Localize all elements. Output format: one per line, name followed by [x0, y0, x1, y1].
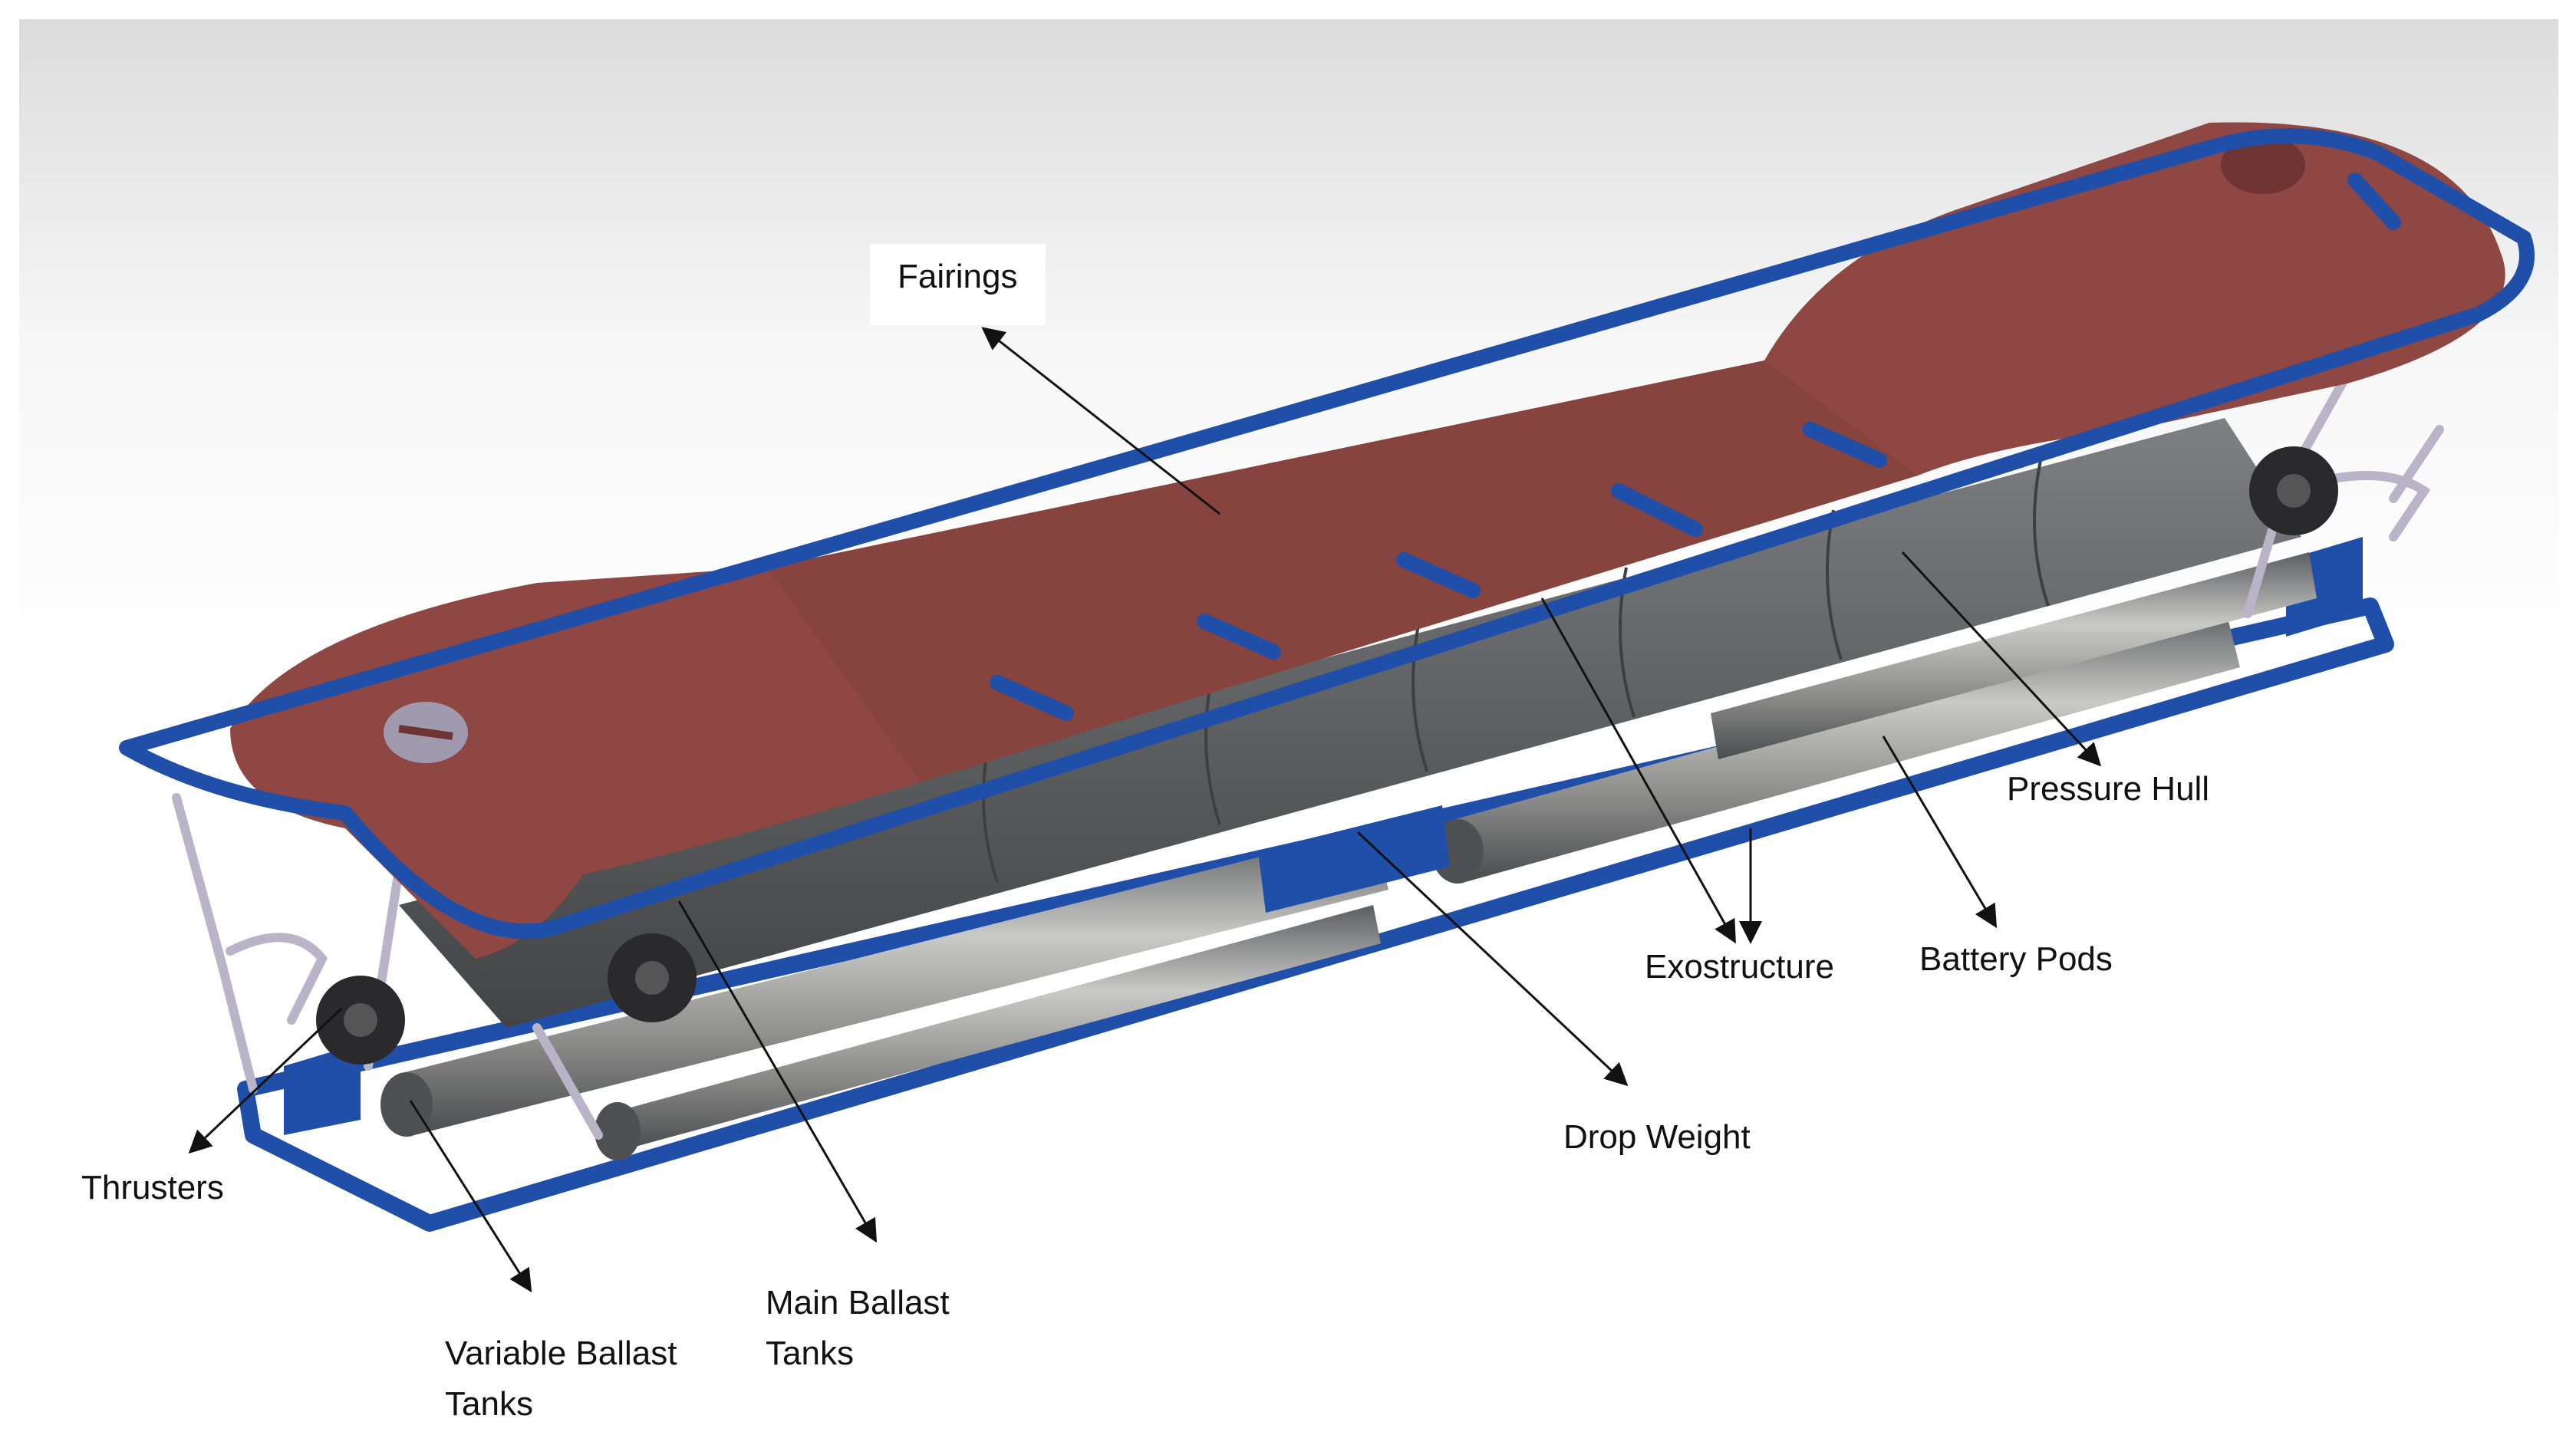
label-main-ballast-tanks: Main Ballast Tanks	[766, 1278, 950, 1379]
label-main-ballast-line2: Tanks	[766, 1335, 854, 1372]
label-pressure-hull: Pressure Hull	[2007, 770, 2210, 808]
top-frame	[119, 128, 2535, 940]
leader-pressure-hull	[1901, 551, 2102, 767]
label-thrusters: Thrusters	[81, 1169, 224, 1206]
label-battery-pods: Battery Pods	[1919, 940, 2113, 978]
label-drop-weight: Drop Weight	[1563, 1118, 1751, 1156]
leader-thrusters	[188, 1007, 343, 1154]
fairings	[230, 122, 2505, 959]
label-exostructure: Exostructure	[1645, 948, 1834, 986]
leader-variable-ballast	[409, 1100, 532, 1293]
thrusters	[316, 446, 2338, 1065]
leader-drop-weight	[1356, 831, 1629, 1087]
battery-pods	[380, 552, 2317, 1160]
label-variable-ballast-tanks: Variable Ballast Tanks	[445, 1328, 677, 1430]
leader-exostructure-1	[1540, 597, 1736, 944]
leader-battery-pods	[1882, 736, 1998, 929]
label-variable-ballast-line2: Tanks	[445, 1385, 533, 1423]
drop-weight	[1258, 805, 1450, 913]
label-fairings: Fairings	[870, 244, 1046, 325]
label-main-ballast-line1: Main Ballast	[766, 1284, 950, 1321]
leader-fairings	[981, 327, 1220, 515]
label-variable-ballast-line1: Variable Ballast	[445, 1335, 677, 1372]
leader-lines	[188, 327, 2102, 1293]
leader-main-ballast	[677, 900, 878, 1243]
